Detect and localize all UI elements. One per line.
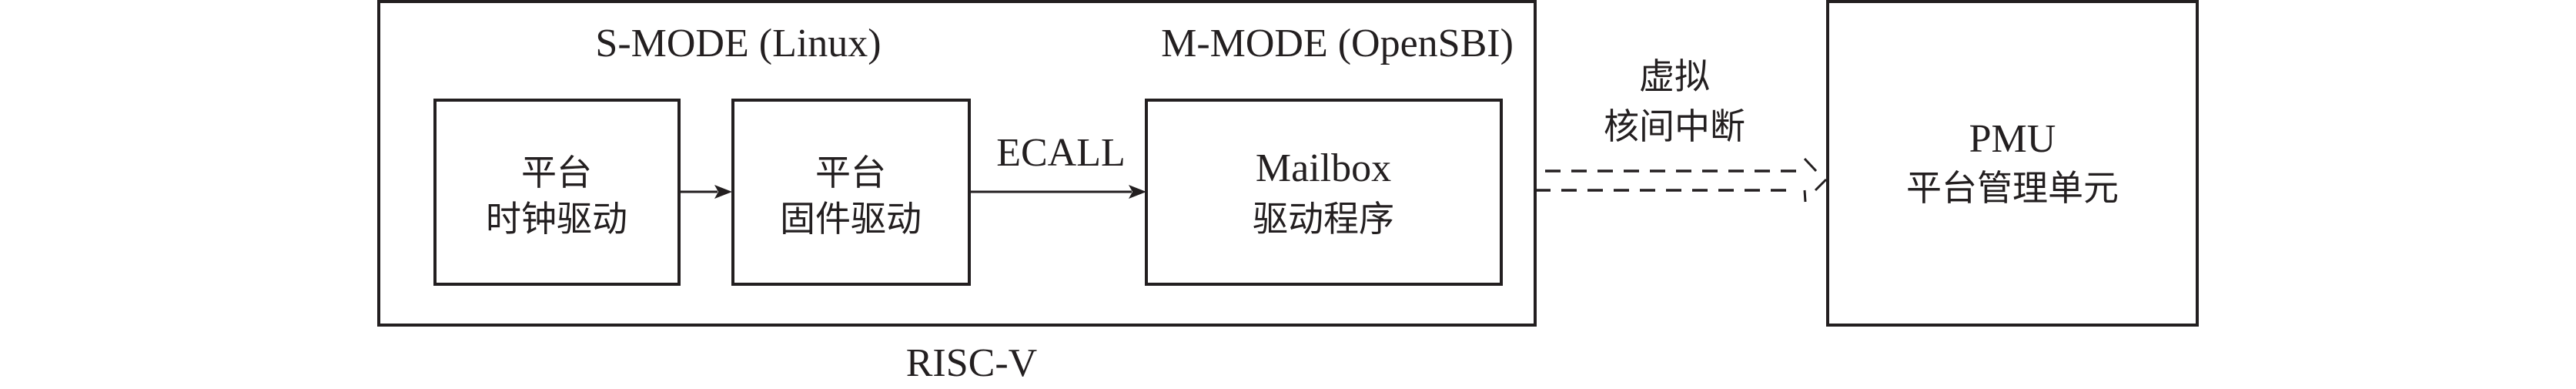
pmu-line1: PMU bbox=[1969, 117, 2056, 161]
ecall-label: ECALL bbox=[996, 131, 1126, 175]
clock-driver-node: 平台 时钟驱动 bbox=[433, 99, 681, 286]
clock-to-firmware-arrow bbox=[679, 185, 732, 199]
arrowhead-icon bbox=[1129, 185, 1146, 199]
firmware-driver-line2: 固件驱动 bbox=[780, 200, 922, 239]
pmu-line2: 平台管理单元 bbox=[1906, 169, 2119, 208]
clock-driver-line1: 平台 bbox=[521, 153, 592, 193]
firmware-driver-line1: 平台 bbox=[815, 153, 886, 193]
mailbox-driver-box bbox=[1145, 99, 1503, 286]
m-mode-label: M-MODE (OpenSBI) bbox=[1161, 22, 1514, 65]
firmware-to-mailbox-arrow: ECALL bbox=[969, 131, 1146, 199]
mailbox-driver-node: Mailbox 驱动程序 bbox=[1145, 99, 1503, 286]
arrowhead-upper-stroke bbox=[1803, 157, 1818, 173]
arrowhead-icon bbox=[714, 185, 732, 199]
pmu-node: PMU 平台管理单元 bbox=[1826, 0, 2199, 327]
risc-v-label: RISC-V bbox=[906, 341, 1037, 385]
virtual-ipi-label-line1: 虚拟 bbox=[1639, 57, 1710, 96]
risc-v-container bbox=[377, 0, 1537, 327]
s-mode-label: S-MODE (Linux) bbox=[595, 22, 881, 65]
firmware-driver-node: 平台 固件驱动 bbox=[731, 99, 971, 286]
arrowhead-lower-stroke bbox=[1814, 178, 1828, 192]
clock-driver-line2: 时钟驱动 bbox=[486, 200, 627, 239]
virtual-ipi-arrow: 虚拟 核间中断 bbox=[1535, 57, 1828, 203]
pmu-box bbox=[1826, 0, 2199, 327]
mailbox-driver-line2: 驱动程序 bbox=[1253, 200, 1394, 239]
mailbox-driver-line1: Mailbox bbox=[1256, 146, 1391, 190]
virtual-ipi-label-line2: 核间中断 bbox=[1604, 107, 1745, 146]
